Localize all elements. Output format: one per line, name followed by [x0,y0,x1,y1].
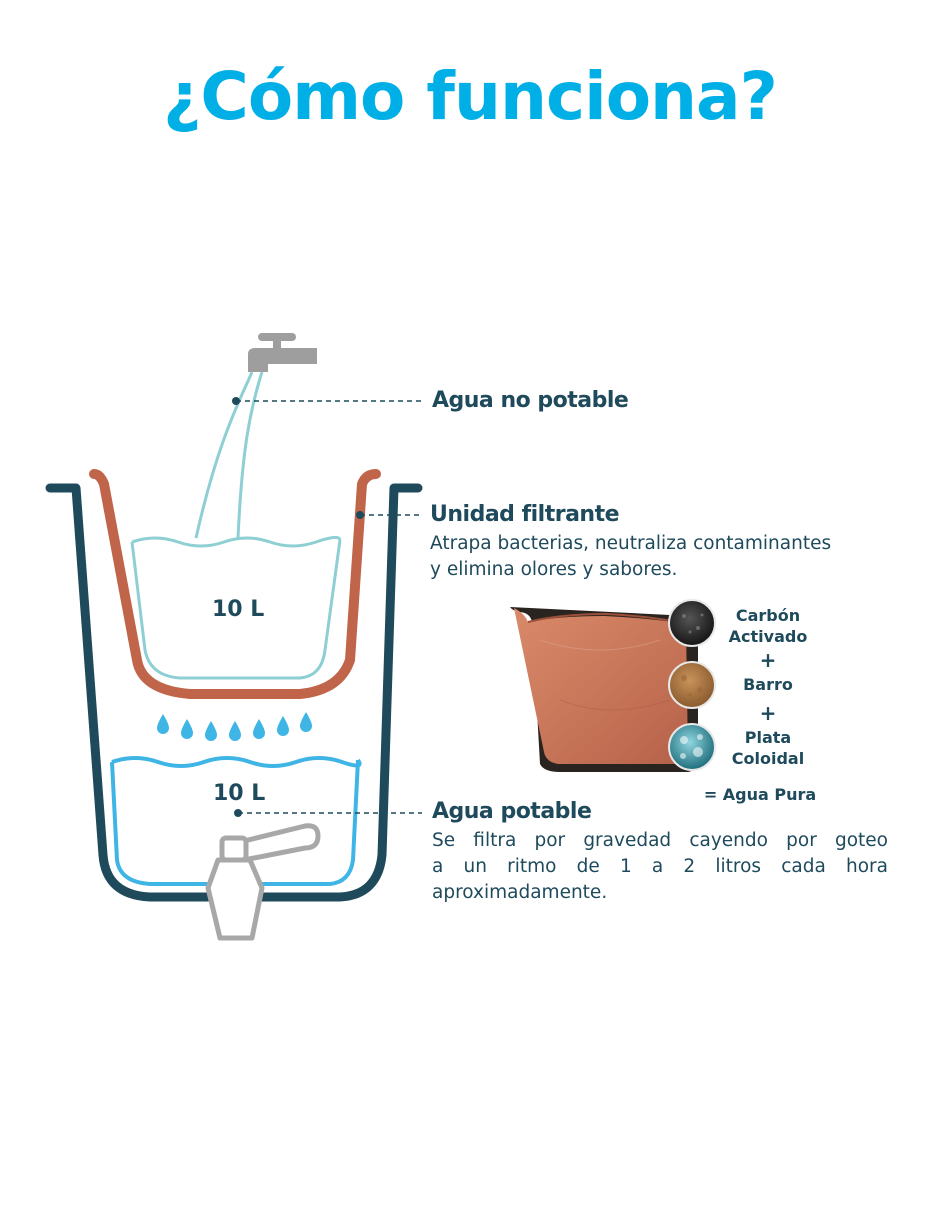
plus-sign: + [759,701,777,725]
potable-description-line: aproximadamente. [432,882,608,903]
water-tap-icon [248,333,317,372]
plus-sign: + [759,648,777,672]
layer-clay-label: Barro [743,675,793,694]
upper-water [130,535,342,680]
layer-silver-line: Coloidal [731,749,805,768]
leader-dot-non-potable [232,397,240,405]
layer-silver-label: Plata Coloidal [718,727,818,769]
layer-carbon-line: Carbón [735,606,801,625]
page-title: ¿Cómo funciona? [163,58,778,135]
upper-volume-label: 10 L [212,597,265,622]
filter-unit-description: Atrapa bacterias, neutraliza contaminant… [430,531,900,583]
clay-swatch [668,661,716,709]
filter-unit [89,469,381,699]
leader-dot-filter [356,511,364,519]
potable-label: Agua potable [432,799,592,824]
dispenser-spigot-icon [205,823,321,941]
filter-unit-label: Unidad filtrante [430,502,620,527]
activated-carbon-swatch [668,599,716,647]
lower-volume-label: 10 L [213,781,266,806]
layer-carbon-line: Activado [728,627,808,646]
colloidal-silver-swatch [668,723,716,771]
filter-unit-description-line: Atrapa bacterias, neutraliza contaminant… [430,533,832,554]
water-stream [194,371,264,539]
layer-silver-line: Plata [744,728,792,747]
filter-unit-description-line: y elimina olores y sabores. [430,559,678,580]
pure-water-result: = Agua Pura [703,785,817,804]
layer-carbon-label: Carbón Activado [718,605,818,647]
potable-description: Se filtra por gravedad cayendo por goteo… [432,828,888,906]
water-drops [157,712,312,741]
non-potable-label: Agua no potable [432,388,629,413]
potable-description-line: Se filtra por gravedad cayendo por goteo [432,830,888,851]
potable-description-line: a un ritmo de 1 a 2 litros cada hora [432,856,888,877]
clay-filter-cross-section [510,607,699,772]
filter-layer-swatches [668,599,716,771]
leader-lines [236,400,422,814]
leader-dot-potable [234,809,242,817]
